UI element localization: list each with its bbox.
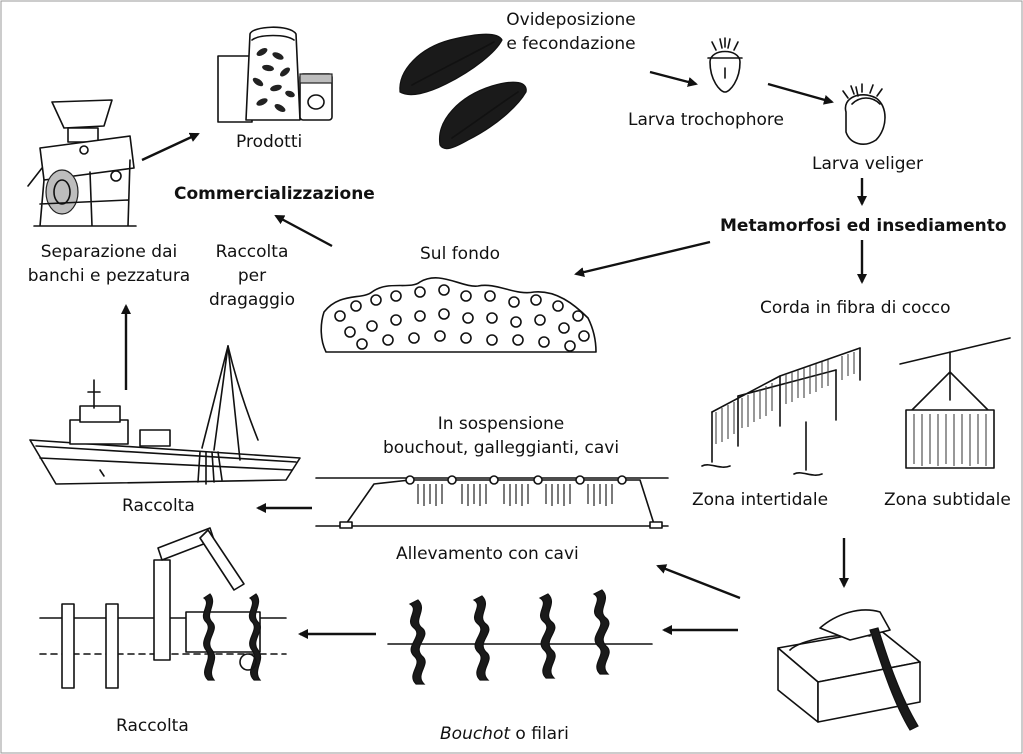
bouchot-posts-illustration (388, 590, 652, 684)
trochophore-larva-illustration (708, 38, 742, 92)
dredging-boat-illustration (30, 346, 300, 484)
label-separazione: Separazione dai banchi e pezzatura (14, 240, 204, 288)
label-sospensione: In sospensione bouchout, galleggianti, c… (356, 412, 646, 460)
veliger-larva-illustration (843, 84, 885, 144)
arrow-to-sul-fondo (576, 242, 710, 274)
label-prodotti: Prodotti (236, 130, 302, 154)
label-raccolta-bottom: Raccolta (116, 714, 189, 738)
label-zona-subtidale: Zona subtidale (884, 488, 1011, 512)
label-ovideposizione-line1: Ovideposizione (496, 8, 646, 32)
bouchot-harvester-illustration (40, 528, 286, 688)
label-allevamento-cavi: Allevamento con cavi (396, 542, 579, 566)
label-bouchot-italic: Bouchot (440, 724, 510, 744)
label-commercializzazione: Commercializzazione (174, 182, 375, 206)
seabed-mussel-bank-illustration (321, 278, 596, 352)
arrow-to-veliger (768, 84, 832, 102)
arrow-to-allevamento (658, 566, 740, 598)
label-larva-veliger: Larva veliger (812, 152, 923, 176)
products-illustration (218, 27, 332, 122)
label-sospensione-line2: bouchout, galleggianti, cavi (356, 436, 646, 460)
label-separazione-line2: banchi e pezzatura (14, 264, 204, 288)
label-raccolta-dragaggio: Raccolta per dragaggio (200, 240, 304, 312)
label-bouchot: Bouchot o filari (440, 722, 569, 746)
label-corda: Corda in fibra di cocco (760, 296, 951, 320)
label-raccolta-dragaggio-line2: per (200, 264, 304, 288)
label-raccolta-dragaggio-line1: Raccolta (200, 240, 304, 264)
label-sul-fondo: Sul fondo (420, 242, 500, 266)
label-sospensione-line1: In sospensione (356, 412, 646, 436)
label-zona-intertidale: Zona intertidale (692, 488, 828, 512)
label-raccolta-boat: Raccolta (122, 494, 195, 518)
longline-suspension-illustration (316, 476, 668, 528)
intertidal-zone-illustration (702, 348, 860, 475)
label-bouchot-rest: o filari (510, 724, 569, 744)
seed-rope-box-illustration (778, 610, 920, 730)
label-larva-trochophore: Larva trochophore (628, 108, 784, 132)
subtidal-zone-illustration (900, 338, 1010, 468)
label-separazione-line1: Separazione dai (14, 240, 204, 264)
label-metamorfosi: Metamorfosi ed insediamento (720, 214, 1007, 238)
label-raccolta-dragaggio-line3: dragaggio (200, 288, 304, 312)
arrow-to-prodotti (142, 134, 198, 160)
arrow-to-trochophore (650, 72, 696, 84)
grading-machine-illustration (28, 100, 136, 226)
label-ovideposizione: Ovideposizione e fecondazione (496, 8, 646, 56)
label-ovideposizione-line2: e fecondazione (496, 32, 646, 56)
